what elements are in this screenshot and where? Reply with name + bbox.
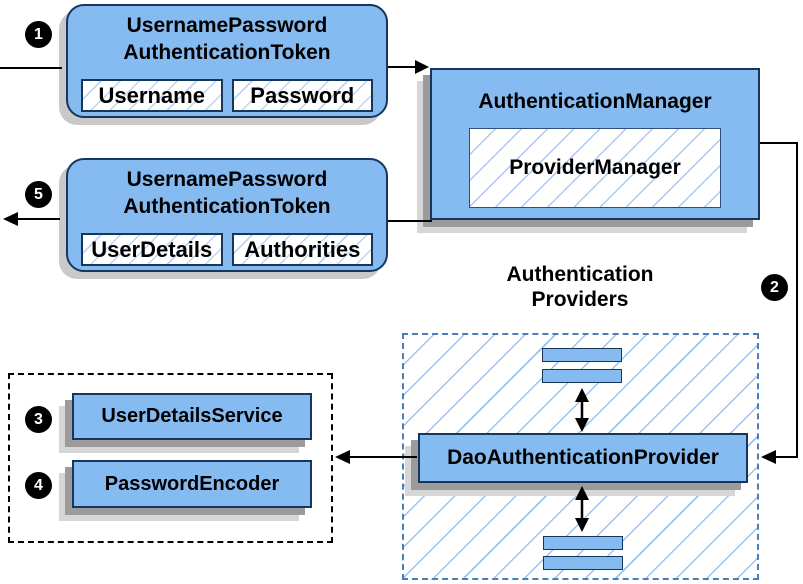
provider-manager-box: ProviderManager (469, 128, 721, 208)
step-3-number: 3 (34, 410, 43, 428)
password-chip: Password (231, 79, 373, 112)
flow-step5-outgoing-arrow (3, 212, 60, 226)
dao-authentication-provider-box: DaoAuthenticationProvider (418, 433, 748, 483)
provider-placeholder-bar-bottom-1 (543, 536, 623, 550)
username-chip: Username (81, 79, 223, 112)
result-token-fields: UserDetails Authorities (81, 233, 373, 266)
provider-placeholder-bar-top-1 (542, 348, 622, 362)
step-4-badge: 4 (25, 472, 52, 499)
authorities-chip: Authorities (231, 233, 373, 266)
providers-label-line1: Authentication (506, 263, 654, 286)
step-3-badge: 3 (25, 406, 52, 433)
step-5-badge: 5 (25, 181, 52, 208)
userdetails-chip: UserDetails (81, 233, 223, 266)
authentication-manager-title: AuthenticationManager (478, 90, 712, 113)
result-token-title-line2: AuthenticationToken (123, 195, 331, 218)
authentication-manager-box: AuthenticationManager ProviderManager (430, 68, 760, 220)
result-token-box: UsernamePassword AuthenticationToken Use… (66, 158, 388, 272)
username-password-token-box: UsernamePassword AuthenticationToken Use… (66, 4, 388, 118)
result-token-title-line1: UsernamePassword (126, 168, 328, 191)
providers-label-line2: Providers (531, 288, 629, 311)
username-password-token-title: UsernamePassword AuthenticationToken (68, 12, 386, 66)
user-details-service-box: UserDetailsService (72, 393, 312, 440)
step-1-number: 1 (34, 25, 43, 43)
token-fields: Username Password (81, 79, 373, 112)
token-title-line1: UsernamePassword (126, 14, 328, 37)
provider-placeholder-bar-bottom-2 (543, 556, 623, 570)
step-2-badge: 2 (761, 274, 788, 301)
result-token-title: UsernamePassword AuthenticationToken (68, 166, 386, 220)
flow-into-auth-manager-arrow (388, 60, 429, 74)
flow-step2-connector-arrow (760, 142, 798, 464)
provider-placeholder-bar-top-2 (542, 369, 622, 383)
password-encoder-box: PasswordEncoder (72, 460, 312, 508)
authentication-providers-label: Authentication Providers (455, 262, 705, 312)
step-5-number: 5 (34, 185, 43, 203)
step-2-number: 2 (770, 278, 779, 296)
step-4-number: 4 (34, 476, 43, 494)
step-1-badge: 1 (25, 21, 52, 48)
token-title-line2: AuthenticationToken (123, 41, 331, 64)
